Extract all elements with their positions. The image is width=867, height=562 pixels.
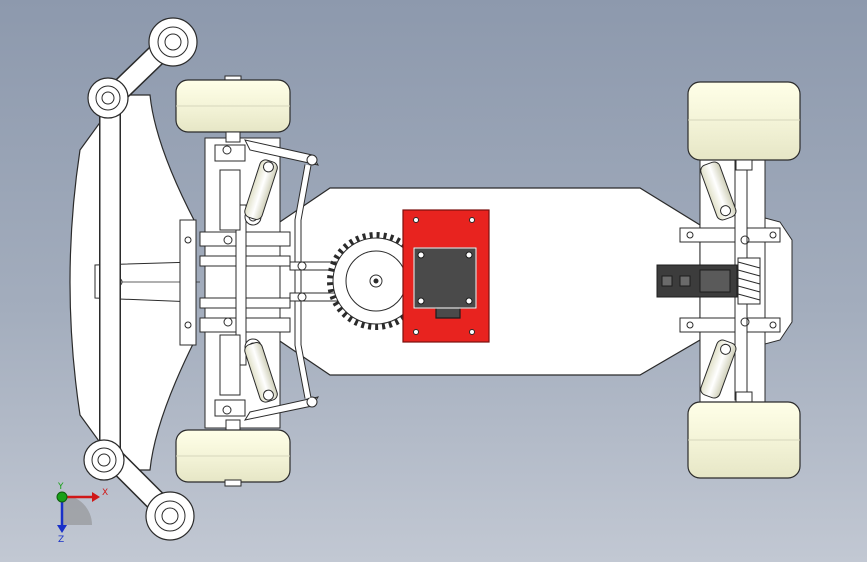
z-axis-label: Z — [58, 535, 64, 545]
front-tire-upper[interactable] — [175, 75, 291, 143]
y-axis-label: Y — [57, 482, 64, 492]
coordinate-triad: X Y Z — [56, 482, 108, 545]
spur-gear[interactable] — [327, 232, 425, 330]
front-tire-lower[interactable] — [175, 419, 291, 487]
bumper-roller — [87, 77, 129, 119]
x-axis-label: X — [102, 488, 108, 498]
rear-tire-lower[interactable] — [687, 391, 801, 479]
front-shock-upper[interactable] — [243, 158, 279, 221]
bumper-roller — [148, 17, 198, 67]
front-suspension[interactable] — [199, 137, 291, 429]
y-axis-marker — [56, 491, 68, 503]
receiver[interactable] — [656, 264, 738, 298]
motor[interactable] — [413, 247, 477, 319]
front-bumper[interactable] — [69, 17, 200, 541]
rear-shock-upper[interactable] — [699, 160, 738, 221]
bumper-roller — [145, 491, 195, 541]
steering-linkage[interactable] — [243, 139, 361, 421]
front-shock-lower[interactable] — [243, 341, 279, 404]
rear-tire-upper[interactable] — [687, 81, 801, 171]
bumper-roller — [83, 439, 125, 481]
rear-shock-lower[interactable] — [699, 338, 738, 399]
